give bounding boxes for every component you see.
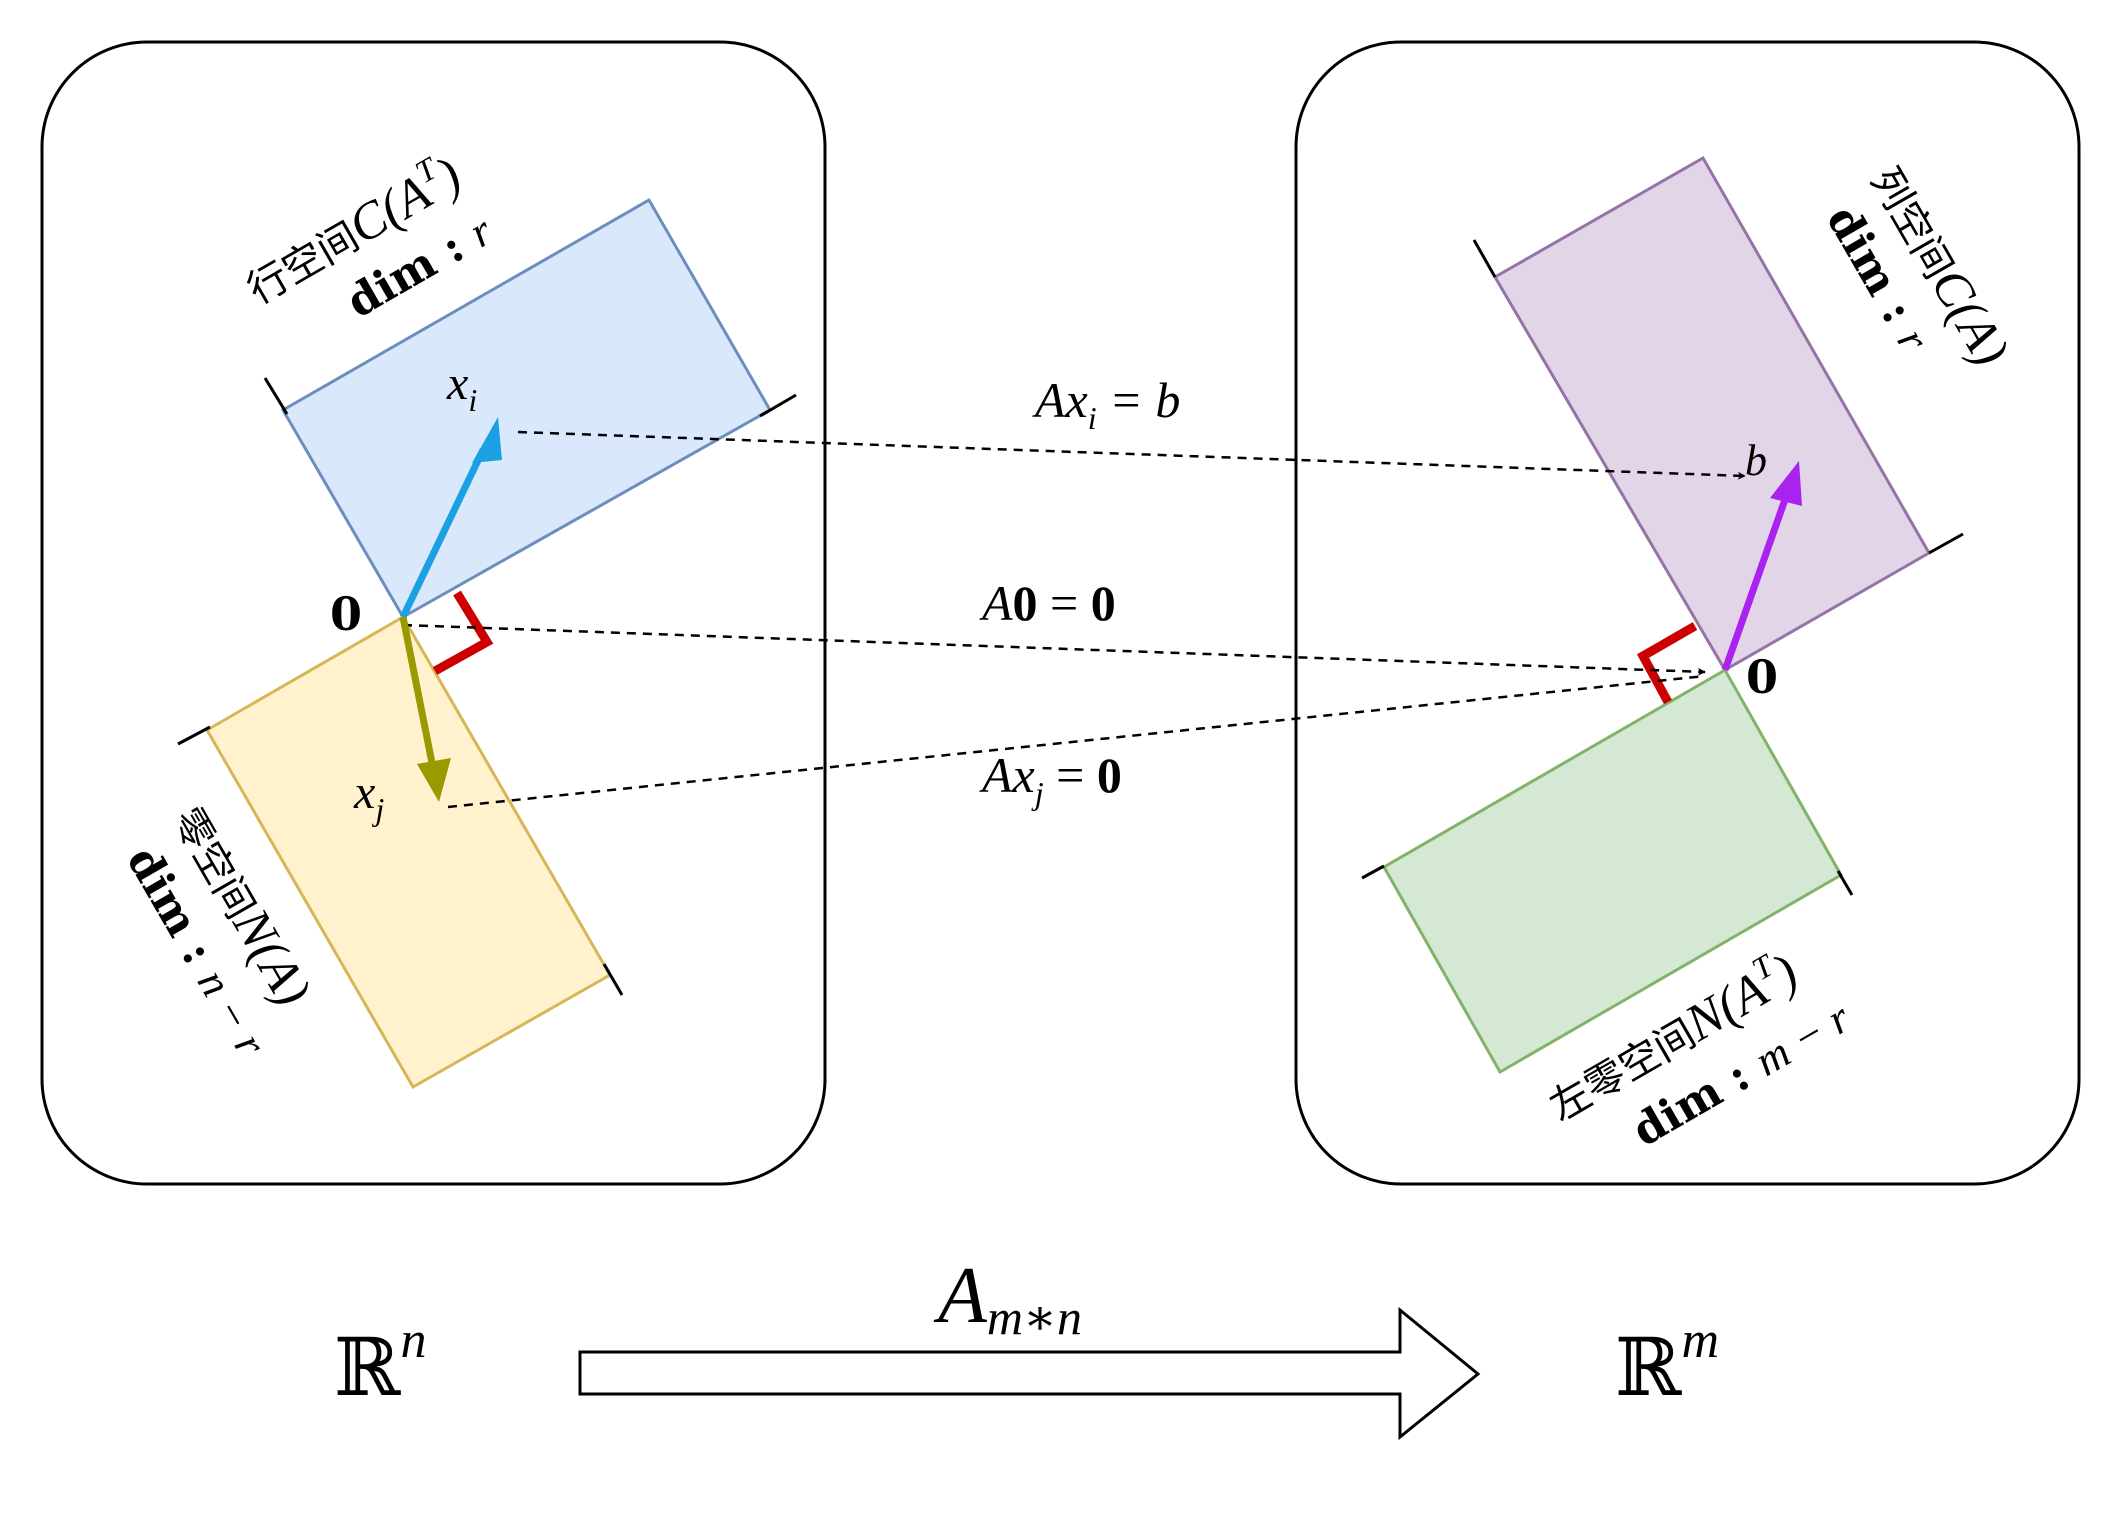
column-space-tick-right [1928, 532, 1964, 555]
vector-xi-arrow [399, 417, 502, 619]
mapping-big-arrow [578, 1306, 1481, 1441]
vector-b-arrow [1721, 461, 1802, 672]
left-null-space-tick-right [1836, 870, 1854, 896]
mapping-xi-to-b [517, 430, 1746, 480]
codomain-frame [1294, 40, 2081, 1186]
equation-a0-0: A0 = 0 [979, 575, 1116, 631]
zero-origin-right: 0 [1746, 650, 1778, 704]
column-space-tick-left [1472, 239, 1497, 278]
null-space-tick-left [177, 725, 211, 746]
row-space-tick-right [759, 393, 797, 418]
right-angle-left [432, 590, 494, 675]
zero-origin-left: 0 [330, 587, 362, 641]
mapping-matrix-label: Am∗n [933, 1252, 1082, 1345]
label-xi: xi [446, 357, 477, 418]
label-xj: xj [353, 766, 384, 827]
equation-axj-0: Axj = 0 [979, 747, 1122, 811]
mapping-0-to-0 [402, 623, 1706, 676]
codomain-rm-label: ℝm [1615, 1312, 1719, 1414]
right-angle-right [1636, 622, 1698, 705]
null-space-rect [204, 614, 613, 1090]
column-space-label: 列空间C(A) dim : r [1816, 160, 2019, 375]
label-b: b [1745, 436, 1767, 485]
domain-rn-label: ℝn [334, 1312, 426, 1414]
row-space-tick-left [263, 377, 289, 415]
null-space-tick-right [602, 963, 624, 996]
row-space-rect [280, 197, 773, 620]
left-null-space-tick-left [1361, 864, 1385, 880]
equation-axi-b: Axi = b [1032, 372, 1180, 436]
mapping-xj-to-0 [447, 674, 1706, 809]
vector-xj-arrow [399, 616, 451, 802]
domain-frame [40, 40, 827, 1186]
